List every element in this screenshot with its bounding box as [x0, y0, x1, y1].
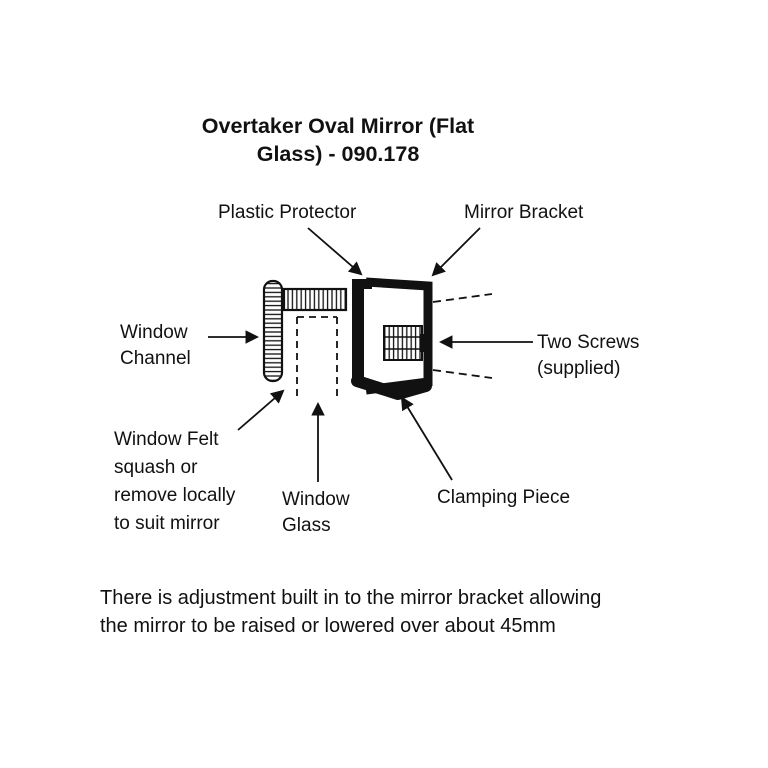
window-glass-dashed-shape: [296, 316, 338, 401]
label-window-channel: Window Channel: [120, 322, 191, 369]
mirror-bracket-arrow: [431, 227, 481, 277]
window-channel-felt-shape: [262, 279, 348, 383]
window-felt-arrow: [237, 389, 285, 431]
label-window-glass: Window Glass: [282, 489, 350, 536]
diagram-title: Overtaker Oval Mirror (Flat Glass) - 090…: [201, 114, 475, 166]
clamping-piece-arrow: [400, 396, 453, 481]
screws-shape: [383, 325, 431, 361]
mirror-arm-dashed-lines: [432, 293, 493, 379]
plastic-protector-shape: [352, 279, 372, 383]
label-plastic-protector: Plastic Protector: [218, 202, 357, 223]
label-clamping-piece: Clamping Piece: [437, 487, 571, 508]
label-two-screws: Two Screws (supplied): [537, 332, 640, 379]
plastic-protector-arrow: [307, 227, 363, 276]
clamping-piece-shape: [351, 375, 432, 400]
adjustment-note: There is adjustment built in to the mirr…: [100, 587, 602, 637]
leader-arrows: [208, 227, 533, 482]
label-window-felt: Window Felt squash or remove locally to …: [114, 429, 236, 534]
label-mirror-bracket: Mirror Bracket: [464, 202, 584, 223]
